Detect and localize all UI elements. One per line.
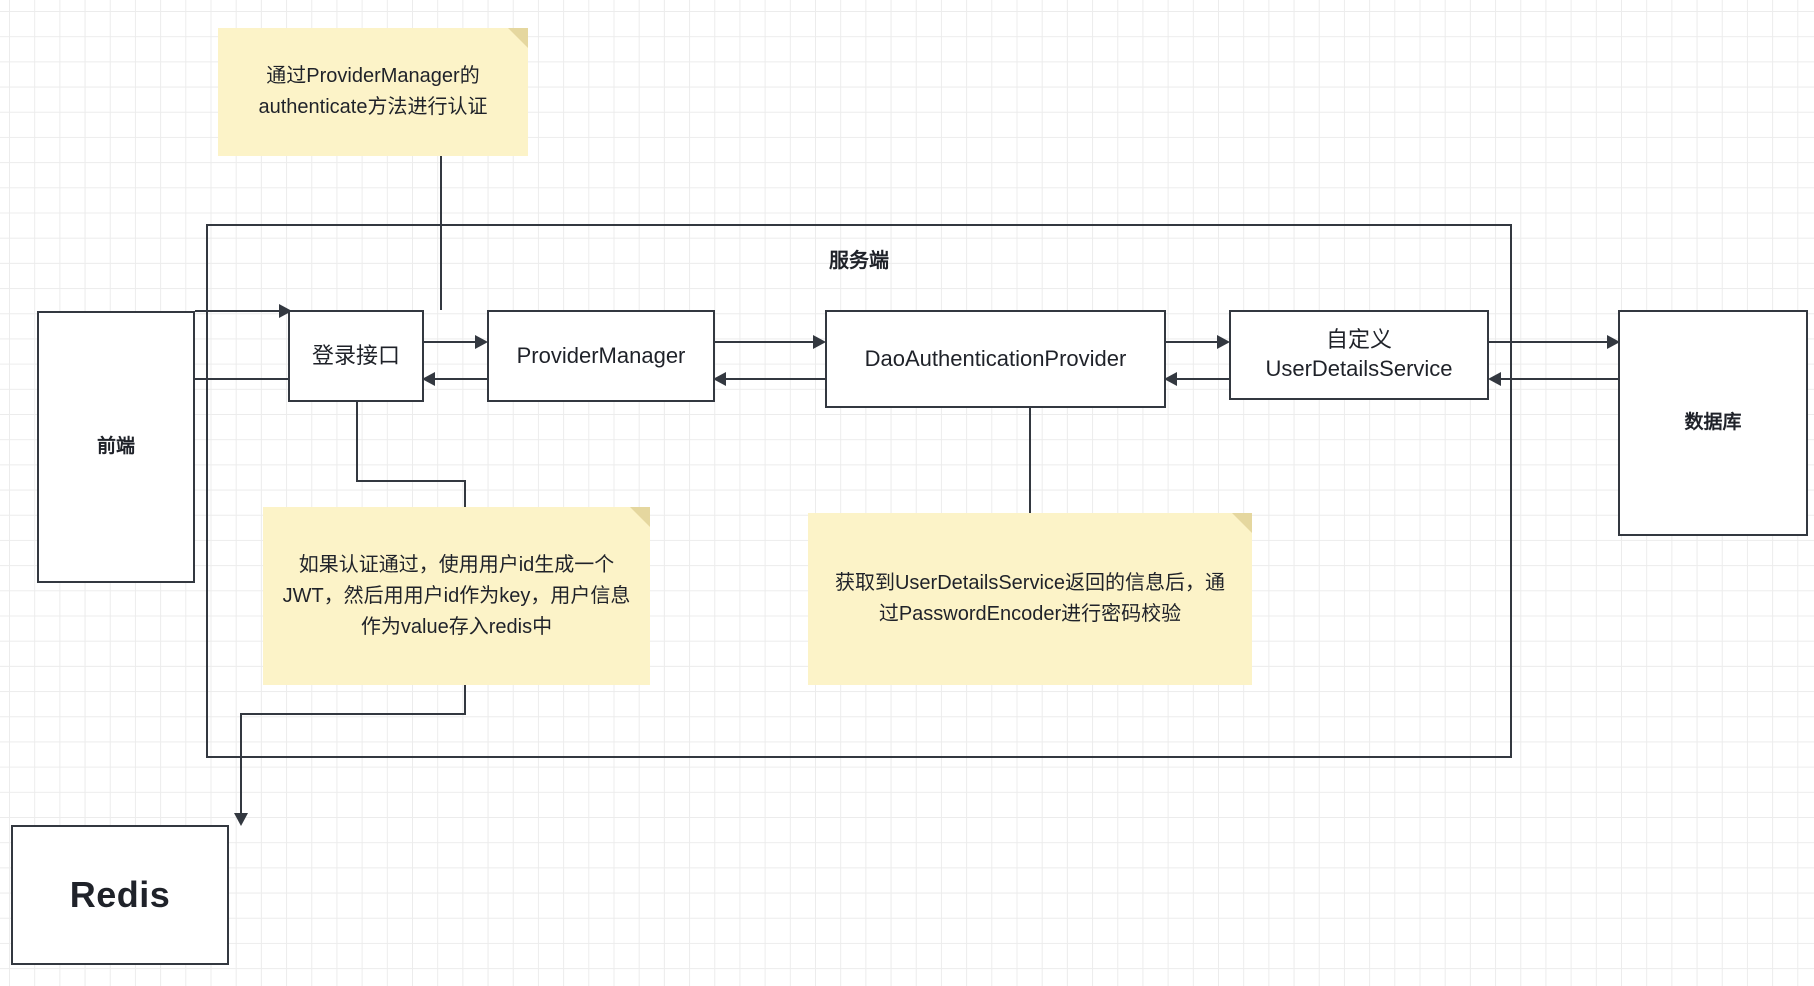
sticky-note-authenticate-text: 通过ProviderManager的 authenticate方法进行认证 <box>258 65 488 118</box>
connector-dao-to-userdetails <box>1164 341 1217 343</box>
server-container-title: 服务端 <box>829 250 889 272</box>
arrowhead-dao-to-userdetails <box>1217 335 1230 349</box>
arrowhead-providermanager-to-dao <box>813 335 826 349</box>
node-provider-manager-label: ProviderManager <box>516 342 686 368</box>
arrowhead-database-to-userdetails <box>1488 372 1501 386</box>
node-database[interactable]: 数据库 <box>1618 310 1808 536</box>
sticky-note-jwt-redis-text: 如果认证通过，使用用户id生成一个 JWT，然后用用户id作为key，用户信息 … <box>282 553 631 638</box>
node-dao-authentication-provider-label: DaoAuthenticationProvider <box>864 345 1127 371</box>
sticky-note-authenticate[interactable]: 通过ProviderManager的 authenticate方法进行认证 <box>218 28 528 156</box>
connector-note-authenticate-to-providermanager <box>440 155 442 310</box>
note-fold-corner-icon <box>508 28 528 48</box>
node-frontend-label: 前端 <box>96 435 135 457</box>
connector-dao-to-providermanager <box>726 378 826 380</box>
connector-login-to-providermanager <box>422 341 475 343</box>
sticky-note-password-encoder-text: 获取到UserDetailsService返回的信息后，通 过PasswordE… <box>834 572 1226 625</box>
arrowhead-providermanager-to-login <box>422 372 435 386</box>
connector-redis-down-segment <box>240 713 242 813</box>
connector-login-down-segment <box>356 402 358 482</box>
connector-database-to-userdetails <box>1501 378 1620 380</box>
connector-providermanager-to-login <box>435 378 487 380</box>
connector-login-to-frontend <box>195 378 295 380</box>
node-login-api[interactable]: 登录接口 <box>288 310 424 402</box>
arrowhead-to-redis <box>234 813 248 826</box>
arrowhead-dao-to-providermanager <box>713 372 726 386</box>
sticky-note-password-encoder[interactable]: 获取到UserDetailsService返回的信息后，通 过PasswordE… <box>808 513 1252 685</box>
connector-providermanager-to-dao <box>713 341 813 343</box>
node-user-details-service-label: 自定义 UserDetailsService <box>1265 327 1453 381</box>
note-fold-corner-icon <box>630 507 650 527</box>
node-redis[interactable]: Redis <box>11 825 229 965</box>
connector-login-right-segment <box>356 480 466 482</box>
connector-userdetails-to-dao <box>1177 378 1230 380</box>
sticky-note-jwt-redis[interactable]: 如果认证通过，使用用户id生成一个 JWT，然后用用户id作为key，用户信息 … <box>263 507 650 685</box>
arrowhead-userdetails-to-database <box>1607 335 1620 349</box>
arrowhead-userdetails-to-dao <box>1164 372 1177 386</box>
note-fold-corner-icon <box>1232 513 1252 533</box>
node-database-label: 数据库 <box>1684 411 1742 433</box>
connector-note-passwordencoder-to-dao <box>1029 408 1031 513</box>
connector-frontend-to-login <box>195 310 279 312</box>
node-frontend[interactable]: 前端 <box>37 311 195 583</box>
node-user-details-service[interactable]: 自定义 UserDetailsService <box>1229 310 1489 400</box>
node-dao-authentication-provider[interactable]: DaoAuthenticationProvider <box>825 310 1166 408</box>
node-redis-label: Redis <box>69 873 171 915</box>
connector-userdetails-to-database <box>1488 341 1607 343</box>
node-login-api-label: 登录接口 <box>311 342 400 368</box>
connector-redis-left-segment <box>240 713 466 715</box>
connector-frontend-rail-vertical <box>206 378 208 758</box>
arrowhead-login-to-providermanager <box>475 335 488 349</box>
node-provider-manager[interactable]: ProviderManager <box>487 310 715 402</box>
